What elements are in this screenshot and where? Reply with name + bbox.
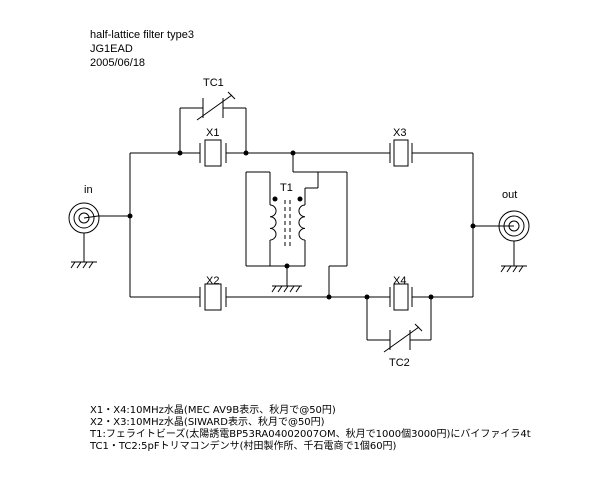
note-line: X1・X4:10MHz水晶(MEC AV9B表示、秋月で@50円) bbox=[90, 403, 336, 416]
input-coax-connector bbox=[68, 202, 100, 269]
ground-t1-symbol bbox=[271, 285, 302, 293]
label-in: in bbox=[84, 184, 93, 196]
trimmer-capacitor-tc2-symbol bbox=[383, 323, 423, 353]
label-t1: T1 bbox=[280, 182, 293, 194]
note-line: TC1・TC2:5pFトリマコンデンサ(村田製作所、千石電商で1個60円) bbox=[89, 439, 397, 452]
transformer-t1-symbol bbox=[269, 196, 306, 246]
crystal-x4-symbol bbox=[389, 283, 413, 311]
trimmer-capacitor-tc1-symbol bbox=[196, 91, 236, 121]
schematic-title: half-lattice filter type3 bbox=[90, 29, 194, 41]
output-coax-connector bbox=[498, 210, 530, 273]
main-wires bbox=[98, 107, 502, 341]
label-tc2: TC2 bbox=[389, 357, 410, 369]
schematic-date: 2005/06/18 bbox=[90, 57, 145, 69]
label-x1: X1 bbox=[206, 127, 219, 139]
crystal-x2-symbol bbox=[199, 283, 227, 311]
label-out: out bbox=[502, 189, 517, 201]
author-callsign: JG1EAD bbox=[90, 43, 133, 55]
label-tc1: TC1 bbox=[203, 77, 224, 89]
label-x4: X4 bbox=[393, 275, 406, 287]
crystal-x1-symbol bbox=[199, 139, 227, 167]
component-notes: X1・X4:10MHz水晶(MEC AV9B表示、秋月で@50円) X2・X3:… bbox=[89, 403, 531, 452]
note-line: T1:フェライトビーズ(太陽誘電BP53RA04002007OM、秋月で1000… bbox=[89, 427, 531, 440]
label-x3: X3 bbox=[393, 127, 406, 139]
junction-dots bbox=[127, 150, 476, 300]
label-x2: X2 bbox=[206, 275, 219, 287]
note-line: X2・X3:10MHz水晶(SIWARD表示、秋月で@50円) bbox=[90, 415, 325, 428]
crystal-x3-symbol bbox=[389, 139, 413, 167]
